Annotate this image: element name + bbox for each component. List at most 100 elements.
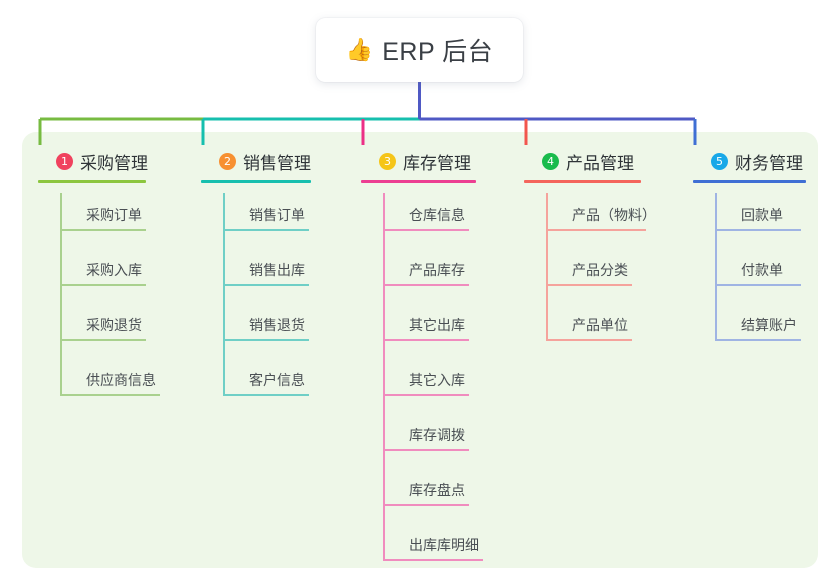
column-header-rule <box>524 180 641 183</box>
list-item-label: 采购入库 <box>86 262 142 278</box>
list-item[interactable]: 付款单 <box>715 248 806 303</box>
column-title: 采购管理 <box>80 153 148 173</box>
list-item-rule <box>383 229 469 231</box>
column-finance-management: 5 财务管理回款单付款单结算账户 <box>693 148 806 358</box>
list-item[interactable]: 产品（物料） <box>546 193 656 248</box>
column-header-finance-management[interactable]: 5 财务管理 <box>693 148 806 174</box>
list-item-label: 出库库明细 <box>409 537 479 553</box>
list-item[interactable]: 库存盘点 <box>383 468 476 523</box>
column-title: 财务管理 <box>735 153 803 173</box>
column-spine <box>546 193 548 340</box>
list-item-rule <box>383 284 469 286</box>
list-item[interactable]: 出库库明细 <box>383 523 483 578</box>
list-item-label: 产品库存 <box>409 262 465 278</box>
column-items: 仓库信息产品库存其它出库其它入库库存调拨库存盘点出库库明细 <box>383 193 483 578</box>
list-item-label: 结算账户 <box>741 317 797 333</box>
list-item[interactable]: 采购订单 <box>60 193 148 248</box>
column-header-inventory-management[interactable]: 3 库存管理 <box>361 148 476 174</box>
column-items: 产品（物料） 产品分类产品单位 <box>546 193 656 358</box>
list-item[interactable]: 销售退货 <box>223 303 311 358</box>
list-item[interactable]: 采购入库 <box>60 248 148 303</box>
list-item-rule <box>383 339 469 341</box>
column-title: 产品管理 <box>566 153 634 173</box>
column-header-purchase-management[interactable]: 1 采购管理 <box>38 148 148 174</box>
list-item-label: 产品分类 <box>572 262 628 278</box>
list-item-rule <box>60 339 146 341</box>
column-items: 销售订单销售出库销售退货客户信息 <box>223 193 311 413</box>
list-item-rule <box>383 449 469 451</box>
list-item[interactable]: 产品分类 <box>546 248 641 303</box>
list-item-label: 付款单 <box>741 262 783 278</box>
column-spine <box>60 193 62 395</box>
list-item-rule <box>223 284 309 286</box>
column-spine <box>223 193 225 395</box>
list-item-rule <box>223 394 309 396</box>
list-item[interactable]: 客户信息 <box>223 358 311 413</box>
list-item[interactable]: 采购退货 <box>60 303 148 358</box>
list-item-rule <box>546 339 632 341</box>
list-item-rule <box>715 229 801 231</box>
thumbs-up-icon: 👍 <box>345 37 374 62</box>
list-item-label: 回款单 <box>741 207 783 223</box>
list-item[interactable]: 回款单 <box>715 193 806 248</box>
list-item[interactable]: 销售订单 <box>223 193 311 248</box>
list-item-rule <box>60 284 146 286</box>
list-item-rule <box>223 229 309 231</box>
column-items: 回款单付款单结算账户 <box>715 193 806 358</box>
column-title: 库存管理 <box>403 153 471 173</box>
list-item[interactable]: 其它出库 <box>383 303 476 358</box>
list-item[interactable]: 供应商信息 <box>60 358 160 413</box>
list-item-rule <box>383 504 469 506</box>
root-title: ERP 后台 <box>382 38 494 66</box>
list-item-rule <box>60 229 146 231</box>
list-item-label: 产品（物料） <box>572 207 656 223</box>
column-product-management: 4 产品管理产品（物料） 产品分类产品单位 <box>524 148 656 358</box>
column-index-badge: 4 <box>542 152 559 170</box>
list-item-label: 仓库信息 <box>409 207 465 223</box>
list-item-rule <box>60 394 160 396</box>
list-item-label: 采购退货 <box>86 317 142 333</box>
list-item-rule <box>383 394 469 396</box>
column-items: 采购订单采购入库采购退货供应商信息 <box>60 193 160 413</box>
column-header-sales-management[interactable]: 2 销售管理 <box>201 148 311 174</box>
list-item[interactable]: 仓库信息 <box>383 193 476 248</box>
list-item-label: 库存盘点 <box>409 482 465 498</box>
column-inventory-management: 3 库存管理仓库信息产品库存其它出库其它入库库存调拨库存盘点出库库明细 <box>361 148 483 578</box>
root-node[interactable]: 👍 ERP 后台 <box>316 18 523 82</box>
list-item-label: 销售出库 <box>249 262 305 278</box>
column-sales-management: 2 销售管理销售订单销售出库销售退货客户信息 <box>201 148 311 413</box>
list-item-label: 销售退货 <box>249 317 305 333</box>
column-index-badge: 5 <box>711 152 728 170</box>
list-item-label: 供应商信息 <box>86 372 156 388</box>
list-item[interactable]: 产品库存 <box>383 248 476 303</box>
list-item-label: 客户信息 <box>249 372 305 388</box>
column-spine <box>715 193 717 340</box>
list-item-rule <box>546 284 632 286</box>
list-item[interactable]: 产品单位 <box>546 303 641 358</box>
column-header-rule <box>693 180 806 183</box>
list-item-rule <box>715 284 801 286</box>
column-spine <box>383 193 385 560</box>
column-header-product-management[interactable]: 4 产品管理 <box>524 148 641 174</box>
diagram-panel <box>22 132 818 568</box>
list-item[interactable]: 其它入库 <box>383 358 476 413</box>
list-item[interactable]: 销售出库 <box>223 248 311 303</box>
column-index-badge: 3 <box>379 152 396 170</box>
list-item-rule <box>223 339 309 341</box>
list-item[interactable]: 库存调拨 <box>383 413 476 468</box>
column-purchase-management: 1 采购管理采购订单采购入库采购退货供应商信息 <box>38 148 160 413</box>
list-item-label: 销售订单 <box>249 207 305 223</box>
list-item-rule <box>715 339 801 341</box>
list-item-label: 采购订单 <box>86 207 142 223</box>
list-item-label: 其它出库 <box>409 317 465 333</box>
list-item[interactable]: 结算账户 <box>715 303 806 358</box>
column-title: 销售管理 <box>243 153 311 173</box>
list-item-label: 库存调拨 <box>409 427 465 443</box>
column-header-rule <box>361 180 476 183</box>
list-item-rule <box>383 559 483 561</box>
list-item-label: 其它入库 <box>409 372 465 388</box>
column-index-badge: 2 <box>219 152 236 170</box>
column-header-rule <box>201 180 311 183</box>
column-index-badge: 1 <box>56 152 73 170</box>
